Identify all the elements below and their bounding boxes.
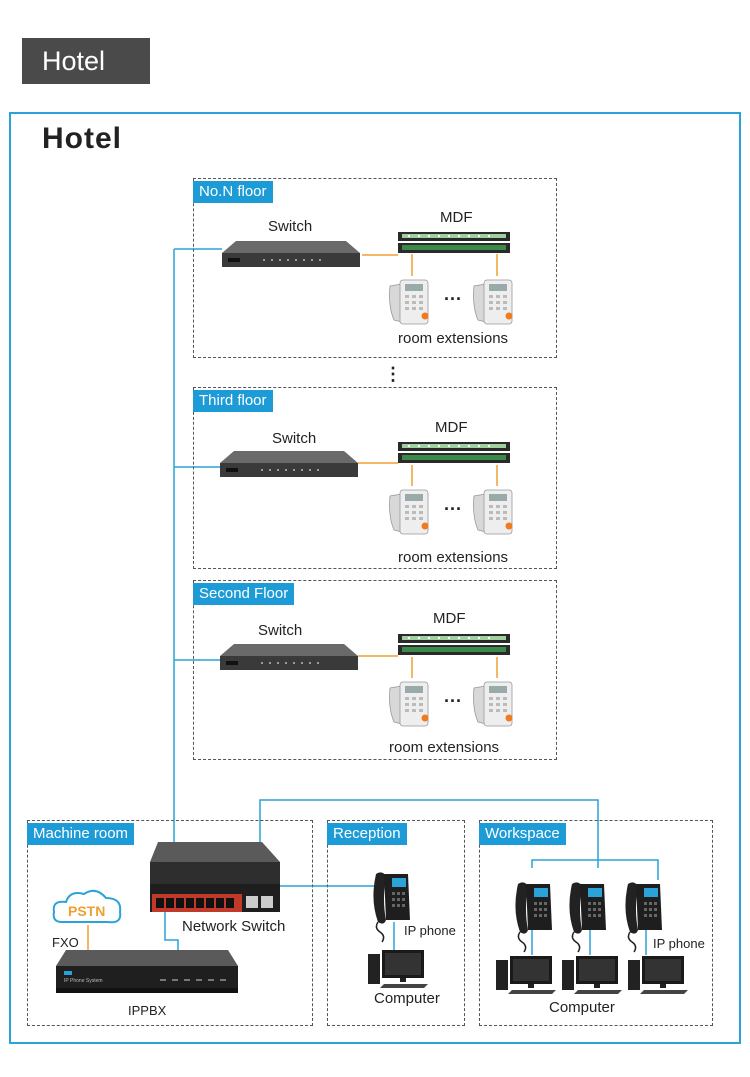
floor-tag-second: Second Floor xyxy=(193,583,295,605)
room-extensions-label: room extensions xyxy=(389,739,500,756)
ip-phone-icon xyxy=(514,881,553,953)
room-extensions-label: room extensions xyxy=(398,549,509,566)
ip-phone-icon xyxy=(568,881,607,953)
ippbx-device-icon xyxy=(56,950,238,993)
floor-box-third xyxy=(193,387,557,569)
machine-room-tag: Machine room xyxy=(27,823,135,845)
ellipsis: ... xyxy=(444,686,463,706)
ip-phone-label: IP phone xyxy=(404,923,456,938)
ellipsis: ... xyxy=(444,284,463,304)
reception-box xyxy=(327,820,465,1026)
computer-icon xyxy=(368,950,428,988)
vertical-ellipsis: ⋮ xyxy=(384,364,403,384)
mdf-label: MDF xyxy=(435,419,468,436)
computer-label: Computer xyxy=(374,990,440,1007)
floor-box-n xyxy=(193,178,557,358)
diagram-frame xyxy=(9,112,741,1044)
network-switch-icon xyxy=(150,842,280,912)
switch-label: Switch xyxy=(272,430,317,447)
ippbx-label: IPPBX xyxy=(128,1003,167,1018)
floor-tag-third: Third floor xyxy=(193,390,273,412)
room-extensions-label: room extensions xyxy=(398,330,509,347)
reception-tag: Reception xyxy=(327,823,407,845)
switch-label: Switch xyxy=(258,622,303,639)
machine-room-box xyxy=(27,820,313,1026)
diagram-title: Hotel xyxy=(42,122,122,155)
mdf-label: MDF xyxy=(440,209,473,226)
fxo-label: FXO xyxy=(52,935,79,950)
floor-tag-n: No.N floor xyxy=(193,181,273,203)
switch-label: Switch xyxy=(268,218,313,235)
computer-icon xyxy=(496,956,556,994)
computer-icon xyxy=(562,956,622,994)
pstn-cloud-icon xyxy=(52,889,122,924)
computer-icon xyxy=(628,956,688,994)
pstn-label: PSTN xyxy=(68,903,106,919)
section-tab: Hotel xyxy=(22,38,150,84)
floor-box-second xyxy=(193,580,557,760)
ellipsis: ... xyxy=(444,494,463,514)
workspace-box xyxy=(479,820,713,1026)
mdf-label: MDF xyxy=(433,610,466,627)
computer-label: Computer xyxy=(549,999,615,1016)
ippbx-brand-text: IP Phone System xyxy=(64,978,103,984)
ip-phone-label: IP phone xyxy=(653,936,705,951)
workspace-tag: Workspace xyxy=(479,823,566,845)
network-switch-label: Network Switch xyxy=(182,918,286,935)
